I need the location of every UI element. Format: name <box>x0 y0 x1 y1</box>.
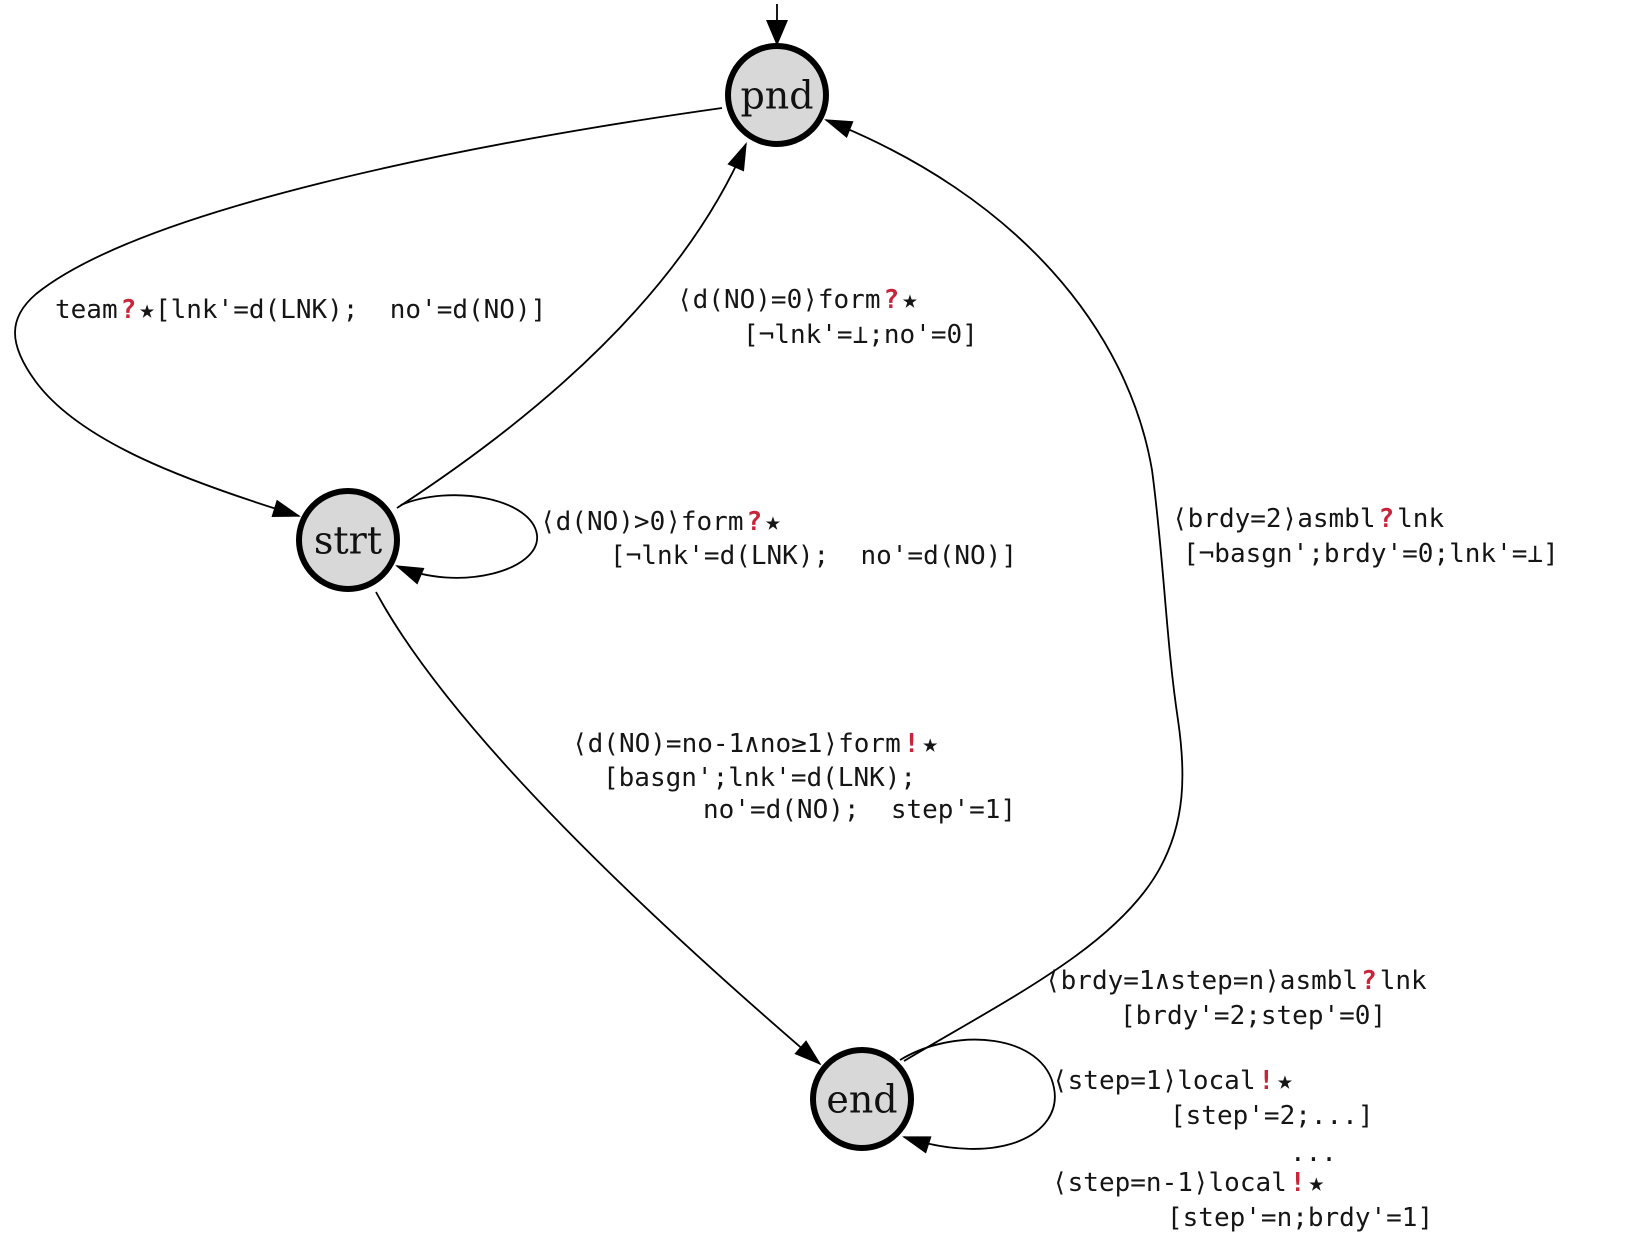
edge-label-end-loop-6: [step'=n;brdy'=1] <box>1167 1201 1433 1235</box>
label-text: ⟨step=1⟩local <box>1052 1066 1256 1096</box>
edge-label-end-loop-4: [step'=2;...] <box>1170 1099 1374 1133</box>
label-text: [brdy'=2;step'=0] <box>1120 1001 1387 1031</box>
edge-label-end-to-pnd-2: [¬basgn';brdy'=0;lnk'=⊥] <box>1183 537 1559 571</box>
state-label-end: end <box>826 1077 897 1121</box>
edge-label-strt-loop-2: [¬lnk'=d(LNK); no'=d(NO)] <box>610 539 1017 573</box>
label-text: [¬basgn';brdy'=0;lnk'=⊥] <box>1183 539 1559 569</box>
label-text: ⟨d(NO)=no-1∧no≥1⟩form <box>572 729 901 759</box>
label-text: ... <box>1290 1138 1337 1168</box>
state-end: end <box>810 1047 914 1151</box>
action-symbol: ! <box>903 729 920 759</box>
label-text: ⟨brdy=1∧step=n⟩asmbl <box>1045 966 1359 996</box>
action-symbol: ? <box>1361 966 1377 996</box>
star-symbol: ★ <box>902 285 918 315</box>
label-text: ⟨step=n-1⟩local <box>1052 1168 1287 1198</box>
edge-label-strt-to-end-3: no'=d(NO); step'=1] <box>703 793 1016 827</box>
star-symbol: ★ <box>1308 1168 1325 1198</box>
edge-label-strt-to-end-2: [basgn';lnk'=d(LNK); <box>603 761 916 795</box>
edge-label-strt-to-end-1: ⟨d(NO)=no-1∧no≥1⟩form!★ <box>572 727 938 761</box>
action-symbol: ? <box>120 295 137 325</box>
label-text: ⟨d(NO)=0⟩form <box>677 285 881 315</box>
edge-end-to-pnd <box>824 119 1184 1062</box>
label-text: [¬lnk'=⊥;no'=0] <box>743 320 978 350</box>
edge-label-end-to-pnd-1: ⟨brdy=2⟩asmbl?lnk <box>1172 502 1444 536</box>
edge-label-strt-to-pnd-1: ⟨d(NO)=0⟩form?★ <box>677 283 918 317</box>
action-symbol: ? <box>1378 504 1395 534</box>
label-text: no'=d(NO); step'=1] <box>703 795 1017 825</box>
action-symbol: ! <box>1289 1168 1306 1198</box>
label-text: lnk <box>1397 504 1445 534</box>
action-symbol: ! <box>1258 1066 1275 1096</box>
state-pnd: pnd <box>725 43 829 147</box>
edge-label-end-loop-dots: ... <box>1290 1136 1337 1170</box>
label-text: [step'=n;brdy'=1] <box>1167 1203 1434 1233</box>
action-symbol: ? <box>746 507 763 537</box>
edge-label-strt-to-pnd-2: [¬lnk'=⊥;no'=0] <box>743 318 978 352</box>
action-symbol: ? <box>883 285 900 315</box>
label-text: ⟨brdy=2⟩asmbl <box>1172 504 1376 534</box>
label-text: [basgn';lnk'=d(LNK); <box>603 763 917 793</box>
star-symbol: ★ <box>139 295 155 325</box>
state-label-pnd: pnd <box>740 73 813 117</box>
star-symbol: ★ <box>1277 1066 1293 1096</box>
label-text: ⟨d(NO)>0⟩form <box>540 507 744 537</box>
edge-label-pnd-to-strt: team?★[lnk'=d(LNK); no'=d(NO)] <box>55 293 546 327</box>
label-text: lnk <box>1379 966 1427 996</box>
label-text: [step'=2;...] <box>1170 1101 1374 1131</box>
state-label-strt: strt <box>314 518 382 562</box>
label-text: [lnk'=d(LNK); no'=d(NO)] <box>154 295 547 325</box>
label-text: [¬lnk'=d(LNK); no'=d(NO)] <box>610 541 1017 571</box>
edge-label-strt-loop-1: ⟨d(NO)>0⟩form?★ <box>540 505 781 539</box>
state-strt: strt <box>296 488 400 592</box>
star-symbol: ★ <box>765 507 781 537</box>
edge-strt-to-end <box>375 591 822 1066</box>
edge-label-end-loop-3: ⟨step=1⟩local!★ <box>1052 1064 1293 1098</box>
edge-strt-to-pnd <box>396 142 747 509</box>
initial-state-arrow <box>766 4 788 46</box>
label-text: team <box>55 295 118 325</box>
edge-strt-self-loop <box>395 494 538 585</box>
edge-end-self-loop <box>899 1038 1056 1154</box>
edge-pnd-to-strt <box>14 107 723 517</box>
edge-label-end-loop-5: ⟨step=n-1⟩local!★ <box>1052 1166 1324 1200</box>
edge-label-end-loop-1: ⟨brdy=1∧step=n⟩asmbl?lnk <box>1045 964 1427 998</box>
star-symbol: ★ <box>922 729 939 759</box>
edge-label-end-loop-2: [brdy'=2;step'=0] <box>1120 999 1386 1033</box>
